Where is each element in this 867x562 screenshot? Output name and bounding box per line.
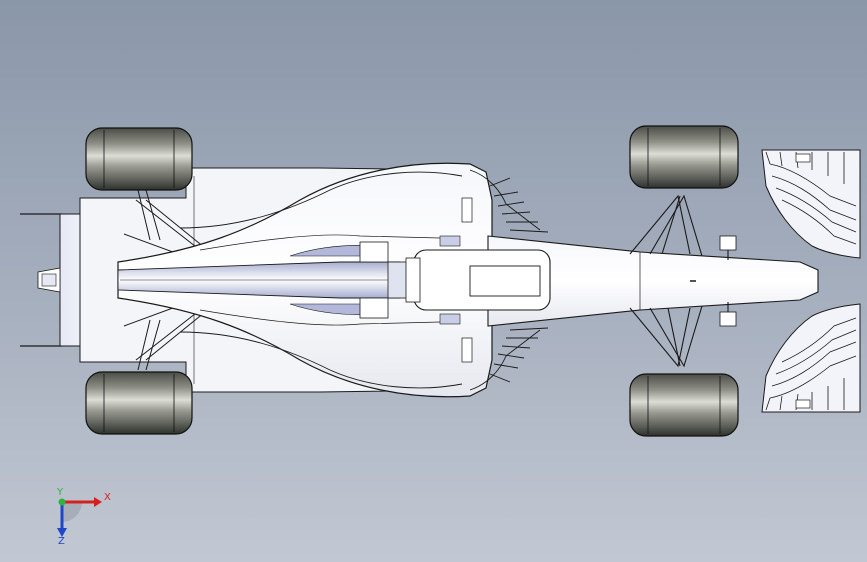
y-axis-label: Y — [56, 487, 64, 498]
coordinate-triad: X Y Z — [56, 487, 111, 546]
front-left-tire — [629, 125, 739, 189]
y-axis-dot — [58, 498, 66, 506]
z-axis-label: Z — [58, 536, 65, 546]
engine-cover — [117, 162, 493, 398]
z-axis-head — [57, 528, 67, 537]
bargeboards — [469, 169, 549, 391]
rear-left-tire — [85, 127, 193, 191]
x-axis-head — [94, 497, 102, 507]
chassis — [405, 235, 819, 327]
rear-right-tire — [85, 371, 193, 435]
front-wing — [761, 149, 861, 413]
front-right-tire — [629, 373, 739, 437]
x-axis-label: X — [104, 492, 111, 503]
front-suspension — [629, 194, 737, 368]
